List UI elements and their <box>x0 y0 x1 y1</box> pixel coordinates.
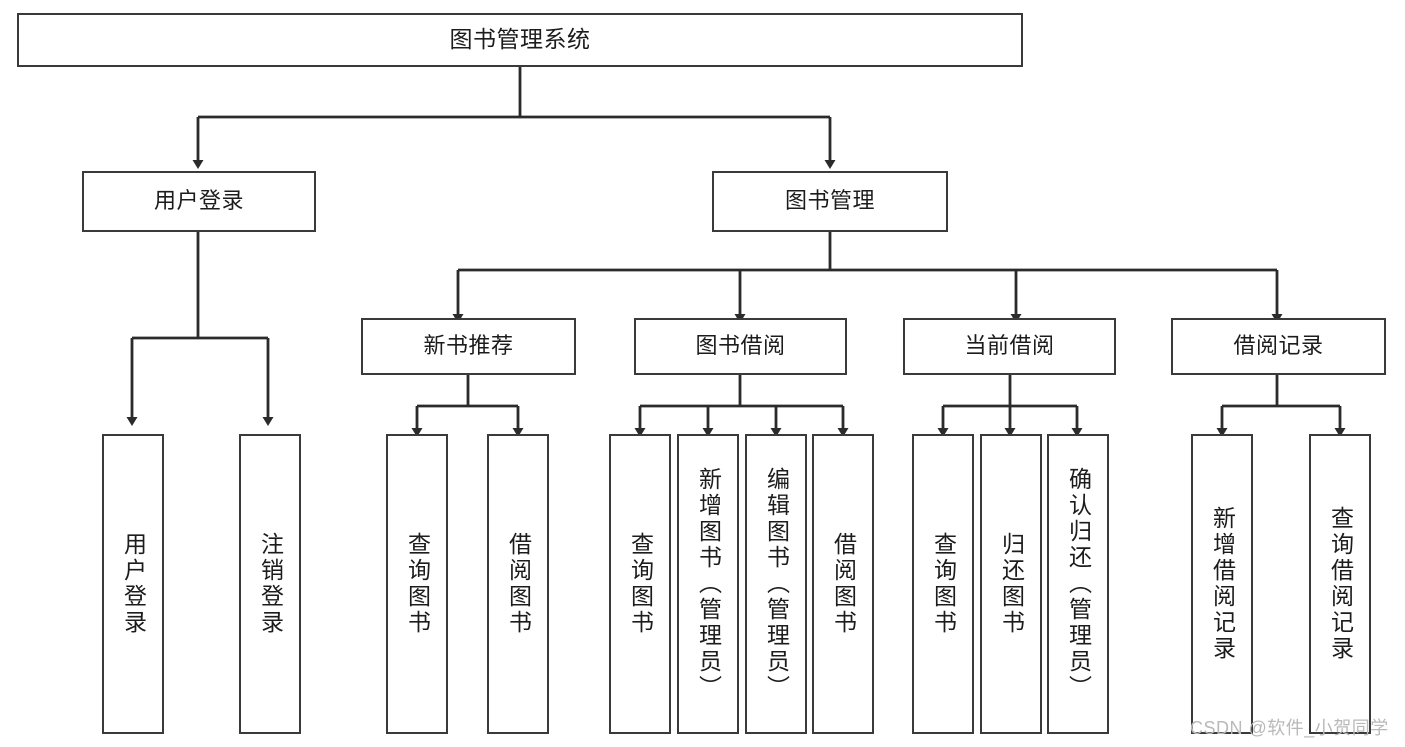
node-label: 图书管理系统 <box>449 26 591 53</box>
node-label: 查询图书 <box>404 532 431 636</box>
node-label: 归还图书 <box>998 532 1025 636</box>
leaf-record-query-record[interactable]: 查询借阅记录 <box>1309 434 1371 734</box>
node-label: 用户登录 <box>153 188 244 214</box>
leaf-record-add-record[interactable]: 新增借阅记录 <box>1191 434 1253 734</box>
node-label: 注销登录 <box>257 532 284 636</box>
leaf-recommend-borrow-book[interactable]: 借阅图书 <box>487 434 549 734</box>
leaf-current-query-book[interactable]: 查询图书 <box>912 434 974 734</box>
node-label: 图书借阅 <box>695 333 786 359</box>
leaf-current-confirm-return-admin[interactable]: 确认归还（管理员） <box>1047 434 1109 734</box>
node-current-borrow[interactable]: 当前借阅 <box>903 318 1116 375</box>
leaf-recommend-query-book[interactable]: 查询图书 <box>386 434 448 734</box>
leaf-borrow-query-book[interactable]: 查询图书 <box>609 434 671 734</box>
node-root-book-management-system[interactable]: 图书管理系统 <box>17 13 1023 67</box>
node-label: 编辑图书（管理员） <box>763 467 790 701</box>
leaf-current-return-book[interactable]: 归还图书 <box>980 434 1042 734</box>
node-label: 确认归还（管理员） <box>1065 467 1092 701</box>
node-label: 查询借阅记录 <box>1327 506 1354 662</box>
node-label: 借阅图书 <box>830 532 857 636</box>
leaf-borrow-add-book-admin[interactable]: 新增图书（管理员） <box>677 434 739 734</box>
node-label: 新增借阅记录 <box>1209 506 1236 662</box>
node-book-management[interactable]: 图书管理 <box>712 171 948 232</box>
node-label: 新增图书（管理员） <box>695 467 722 701</box>
node-user-login[interactable]: 用户登录 <box>82 171 316 232</box>
node-new-book-recommend[interactable]: 新书推荐 <box>361 318 576 375</box>
node-label: 图书管理 <box>784 188 875 214</box>
leaf-borrow-borrow-book[interactable]: 借阅图书 <box>812 434 874 734</box>
node-label: 借阅图书 <box>505 532 532 636</box>
leaf-user-login-signout[interactable]: 注销登录 <box>239 434 301 734</box>
node-label: 借阅记录 <box>1233 333 1324 359</box>
node-label: 查询图书 <box>627 532 654 636</box>
node-borrow-record[interactable]: 借阅记录 <box>1171 318 1386 375</box>
node-label: 查询图书 <box>930 532 957 636</box>
leaf-user-login-signin[interactable]: 用户登录 <box>102 434 164 734</box>
node-label: 新书推荐 <box>423 333 514 359</box>
leaf-borrow-edit-book-admin[interactable]: 编辑图书（管理员） <box>745 434 807 734</box>
watermark-text: CSDN @软件_小贺同学 <box>1190 718 1389 738</box>
node-label: 用户登录 <box>120 532 147 636</box>
node-book-borrow[interactable]: 图书借阅 <box>634 318 847 375</box>
node-label: 当前借阅 <box>964 333 1055 359</box>
